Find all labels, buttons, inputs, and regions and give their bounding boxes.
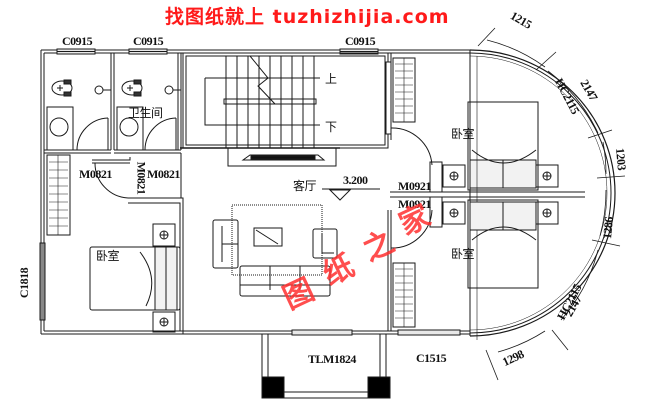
balcony-door-label: TLM1824 (308, 352, 356, 366)
door-label-bath-vertical: M0821 (134, 161, 149, 195)
window-label-top-center: C0915 (345, 34, 376, 48)
door-label-bath-right: M0821 (147, 167, 180, 181)
room-label-bedroom-left: 卧室 (96, 249, 120, 263)
window-label-top-left-2: C0915 (133, 34, 164, 48)
stair-treads (225, 56, 315, 148)
door-label-bedroom-lower: M0921 (398, 197, 431, 211)
room-label-bedroom-lower-right: 卧室 (451, 247, 475, 261)
window-label-top-left-1: C0915 (62, 34, 93, 48)
toilet-left (51, 79, 111, 97)
window-label-left-wall: C1818 (17, 267, 32, 299)
door-label-bath-left: M0821 (79, 167, 112, 181)
stair-up-label: 上 (325, 72, 337, 86)
toilet-right (121, 79, 181, 97)
elevation-label: 3.200 (343, 173, 368, 187)
dimension-label-1286: 1286 (600, 216, 616, 240)
site-banner: 找图纸就上 tuzhizhijia.com (165, 6, 450, 28)
room-label-living-room: 客厅 (293, 179, 317, 193)
dimension-label-1203: 1203 (613, 147, 629, 171)
room-label-bedroom-upper-right: 卧室 (451, 127, 475, 141)
window-label-bottom-right: C1515 (416, 351, 447, 365)
door-label-bedroom-upper: M0921 (398, 179, 431, 193)
stair-down-label: 下 (325, 120, 337, 134)
room-label-bathroom: 卫生间 (128, 106, 163, 120)
